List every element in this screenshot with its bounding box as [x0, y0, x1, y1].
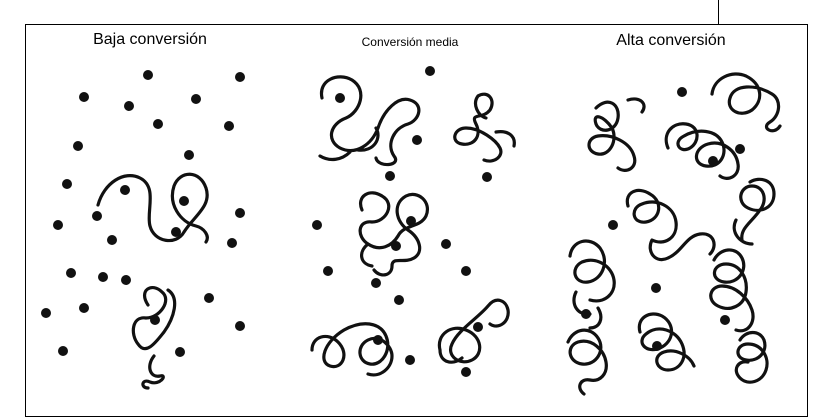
polymer-chain-mid-4	[310, 322, 394, 377]
polymer-chain-high-10	[734, 330, 769, 384]
polymer-chain-mid-5	[437, 298, 510, 364]
polymer-chain-mid-2	[453, 92, 516, 163]
monomer-dots-low	[41, 70, 245, 357]
panel-title-medium-conversion: Conversión media	[361, 35, 459, 49]
panel-high-conversion	[566, 72, 782, 396]
panel-low-conversion	[41, 70, 245, 390]
panel-title-low-conversion: Baja conversión	[93, 31, 207, 48]
polymer-chain-high-8	[566, 328, 608, 396]
polymer-chain-high-1	[710, 72, 782, 133]
polymer-chain-high-4	[732, 177, 776, 246]
polymer-chain-mid-1	[318, 75, 421, 167]
polymer-chain-high-6	[568, 239, 616, 330]
polymer-chain-high-9	[637, 312, 696, 372]
monomer-dots-medium	[312, 66, 492, 377]
polymer-chain-high-7	[709, 248, 755, 333]
polymer-chain-high-2	[587, 97, 646, 172]
polymer-chain-low-1	[96, 172, 209, 244]
panel-medium-conversion	[310, 66, 516, 377]
polymer-chain-low-2	[131, 286, 177, 390]
panel-title-high-conversion: Alta conversión	[616, 32, 726, 49]
top-border-stub	[718, 0, 808, 25]
figure-border	[25, 24, 808, 417]
polymer-chain-high-5	[625, 188, 716, 262]
polymer-chain-mid-3	[358, 191, 429, 277]
monomer-dots-high	[581, 87, 745, 351]
polymer-chain-high-3	[664, 122, 740, 180]
